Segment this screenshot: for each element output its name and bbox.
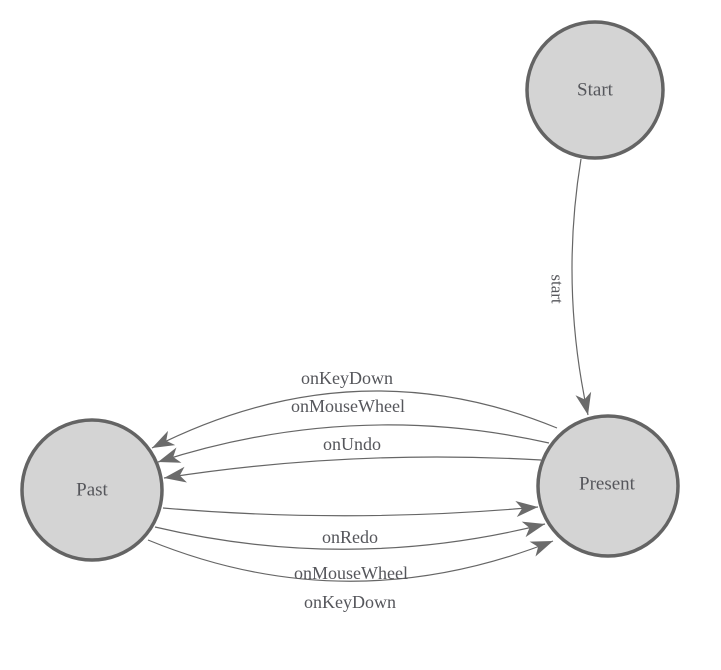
node-label-past: Past [76,479,108,501]
node-label-start: Start [577,79,613,101]
edge-label-start: start [547,274,567,304]
arrowhead-onmousewheel-to-past [158,447,182,463]
arrowhead-onkeydown-to-past [152,430,176,448]
edge-label-onredo: onRedo [322,527,378,547]
arrowhead-onundo-to-past [164,466,187,483]
edge-onkeydown-present-to-past [151,390,558,449]
arrowhead-onredo-to-present [515,501,538,517]
node-circle-start [525,20,665,160]
edge-onkeydown-past-to-present [147,539,554,582]
edge-onmousewheel-present-to-past [157,424,550,463]
arrowhead-onmousewheel-to-present [521,521,545,538]
edge-onredo-past-to-present [162,506,539,517]
node-label-present: Present [579,473,635,495]
edge-label-onmousewheel-bottom: onMouseWheel [294,563,408,583]
edge-onundo-present-to-past [163,456,542,479]
node-circle-past [20,418,164,562]
node-circle-present [536,414,680,558]
edge-label-onundo: onUndo [323,434,381,454]
edge-label-onkeydown-bottom: onKeyDown [304,592,396,612]
edge-onmousewheel-past-to-present [154,523,546,550]
arrowhead-onkeydown-to-present [529,541,553,557]
edge-label-onmousewheel-top: onMouseWheel [291,396,405,416]
edge-label-onkeydown-top: onKeyDown [301,368,393,388]
edge-start-to-present [571,158,589,416]
arrowhead-start-to-present [575,391,592,415]
